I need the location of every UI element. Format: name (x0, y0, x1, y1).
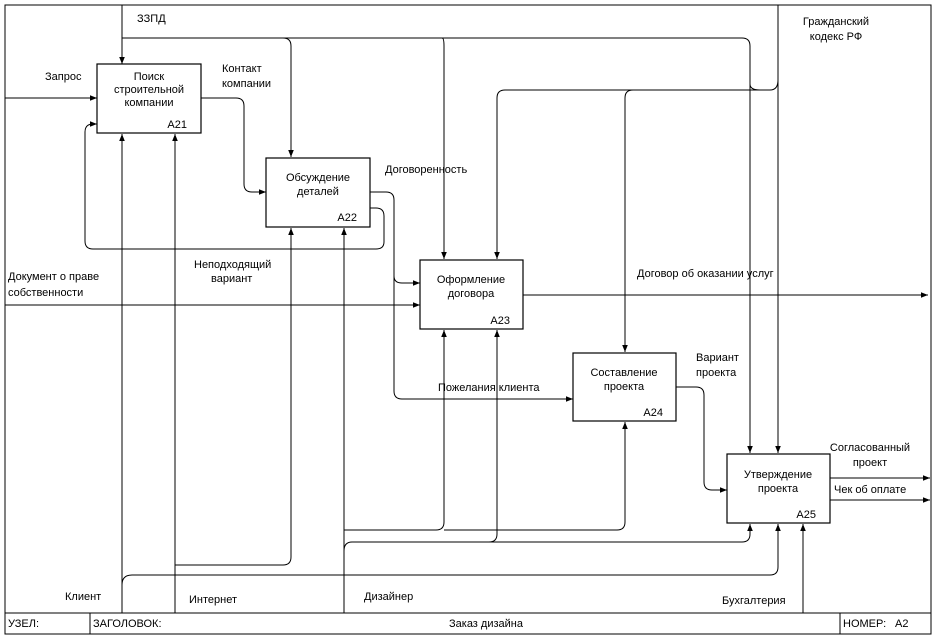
design-option-arrow (676, 386, 727, 493)
svg-text:строительной: строительной (114, 84, 184, 96)
label-design-option: Вариант (696, 352, 739, 364)
svg-text:проекта: проекта (604, 381, 645, 393)
arrows (5, 5, 930, 613)
label-approved: Согласованный (830, 442, 910, 454)
svg-text:Оформление: Оформление (437, 274, 505, 286)
label-ownership: Документ о праве (8, 271, 99, 283)
label-client: Клиент (65, 591, 101, 603)
label-unsuitable: вариант (211, 273, 252, 285)
footer-number-label: НОМЕР: (843, 618, 886, 630)
agreement-arrow (370, 191, 420, 286)
footer: УЗЕЛ: ЗАГОЛОВОК: Заказ дизайна НОМЕР: A2 (5, 612, 931, 634)
box-a21[interactable]: Поиск строительной компании A21 (96, 63, 202, 134)
label-civil-code: Гражданский (803, 16, 869, 28)
svg-text:A25: A25 (796, 509, 816, 521)
svg-text:A21: A21 (167, 119, 187, 131)
label-ownership: собственности (8, 287, 83, 299)
box-a25[interactable]: Утверждение проекта A25 (726, 453, 831, 524)
svg-text:договора: договора (448, 288, 495, 300)
label-unsuitable: Неподходящий (194, 259, 271, 271)
svg-text:A22: A22 (337, 212, 357, 224)
svg-text:A24: A24 (643, 407, 663, 419)
label-request: Запрос (45, 71, 82, 83)
svg-text:Поиск: Поиск (134, 71, 165, 83)
label-agreement: Договоренность (385, 164, 467, 176)
label-internet: Интернет (189, 594, 237, 606)
box-a23[interactable]: Оформление договора A23 (419, 259, 524, 330)
svg-text:Утверждение: Утверждение (744, 469, 812, 481)
footer-title-label: ЗАГОЛОВОК: (93, 618, 162, 630)
footer-title: Заказ дизайна (449, 618, 524, 630)
label-company-contact: компании (222, 78, 271, 90)
svg-text:компании: компании (124, 97, 173, 109)
label-accounting: Бухгалтерия (722, 595, 786, 607)
label-client-wishes: Пожелания клиента (438, 382, 540, 394)
box-a24[interactable]: Составление проекта A24 (572, 352, 677, 422)
svg-text:деталей: деталей (297, 186, 339, 198)
label-zzpd: ЗЗПД (137, 13, 166, 25)
label-payment-check: Чек об оплате (834, 484, 906, 496)
label-company-contact: Контакт (222, 63, 262, 75)
footer-number: A2 (895, 618, 908, 630)
arrow-labels: ЗЗПД Гражданский кодекс РФ Запрос Контак… (8, 13, 910, 607)
svg-text:A23: A23 (490, 315, 510, 327)
unsuitable-loop (84, 121, 385, 250)
footer-node-label: УЗЕЛ: (8, 618, 39, 630)
label-designer: Дизайнер (364, 591, 413, 603)
svg-text:проекта: проекта (758, 483, 799, 495)
svg-text:Составление: Составление (590, 367, 657, 379)
svg-text:Обсуждение: Обсуждение (286, 172, 350, 184)
label-civil-code: кодекс РФ (810, 31, 862, 43)
box-a22[interactable]: Обсуждение деталей A22 (265, 157, 371, 228)
label-service-contract: Договор об оказании услуг (637, 268, 774, 280)
label-approved: проект (853, 457, 887, 469)
contact-arrow (201, 97, 266, 195)
label-design-option: проекта (696, 367, 737, 379)
diagram-frame (4, 4, 932, 635)
